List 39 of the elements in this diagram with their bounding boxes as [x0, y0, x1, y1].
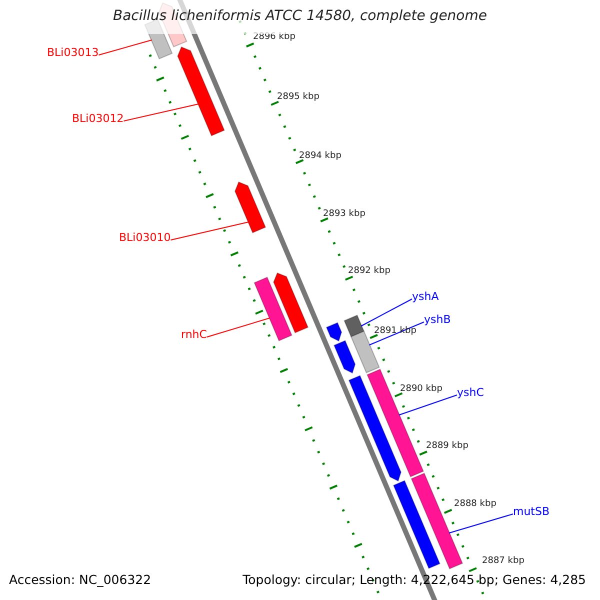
scale-label: 2888 kbp — [454, 499, 496, 509]
scale-label: 2894 kbp — [299, 151, 342, 161]
map-title: Bacillus licheniformis ATCC 14580, complete genome — [113, 8, 487, 24]
gene-block — [326, 322, 342, 342]
leader-line — [448, 514, 514, 534]
gene-label: rnhC — [181, 328, 207, 341]
gene-label: BLi03012 — [72, 112, 124, 125]
gene-block — [177, 46, 225, 136]
gene-block — [348, 374, 402, 482]
leader-line — [98, 40, 152, 56]
gene-label: yshC — [457, 386, 484, 399]
scale-label: 2893 kbp — [323, 209, 366, 219]
gene-block — [344, 314, 365, 338]
leader-line — [368, 322, 424, 346]
leader-line — [360, 298, 412, 326]
leader-line — [170, 222, 250, 240]
gene-label: BLi03010 — [119, 231, 171, 244]
gene-block — [392, 480, 440, 570]
scale-label: 2896 kbp — [253, 32, 296, 42]
gene-block — [333, 340, 356, 374]
gene-label: mutSB — [513, 505, 550, 518]
gene-label: yshA — [412, 290, 439, 303]
scale-label: 2890 kbp — [400, 384, 442, 394]
scale-label: 2887 kbp — [482, 556, 524, 566]
leader-line — [398, 394, 458, 416]
accession-text: Accession: NC_006322 — [9, 572, 152, 587]
gene-block — [254, 276, 292, 342]
gene-block — [273, 272, 309, 334]
gene-block — [366, 368, 424, 478]
scale-label: 2891 kbp — [374, 326, 416, 336]
leader-line — [206, 318, 270, 338]
gene-block — [234, 181, 266, 234]
scale-label: 2889 kbp — [426, 441, 468, 451]
leader-line — [123, 104, 200, 122]
gene-label: BLi03013 — [47, 46, 99, 59]
scale-label: 2892 kbp — [348, 266, 390, 276]
scale-label: 2895 kbp — [277, 92, 320, 102]
gene-label: yshB — [424, 313, 451, 326]
genome-stats-text: Topology: circular; Length: 4,222,645 bp; Genes: 4,285 — [242, 572, 586, 587]
